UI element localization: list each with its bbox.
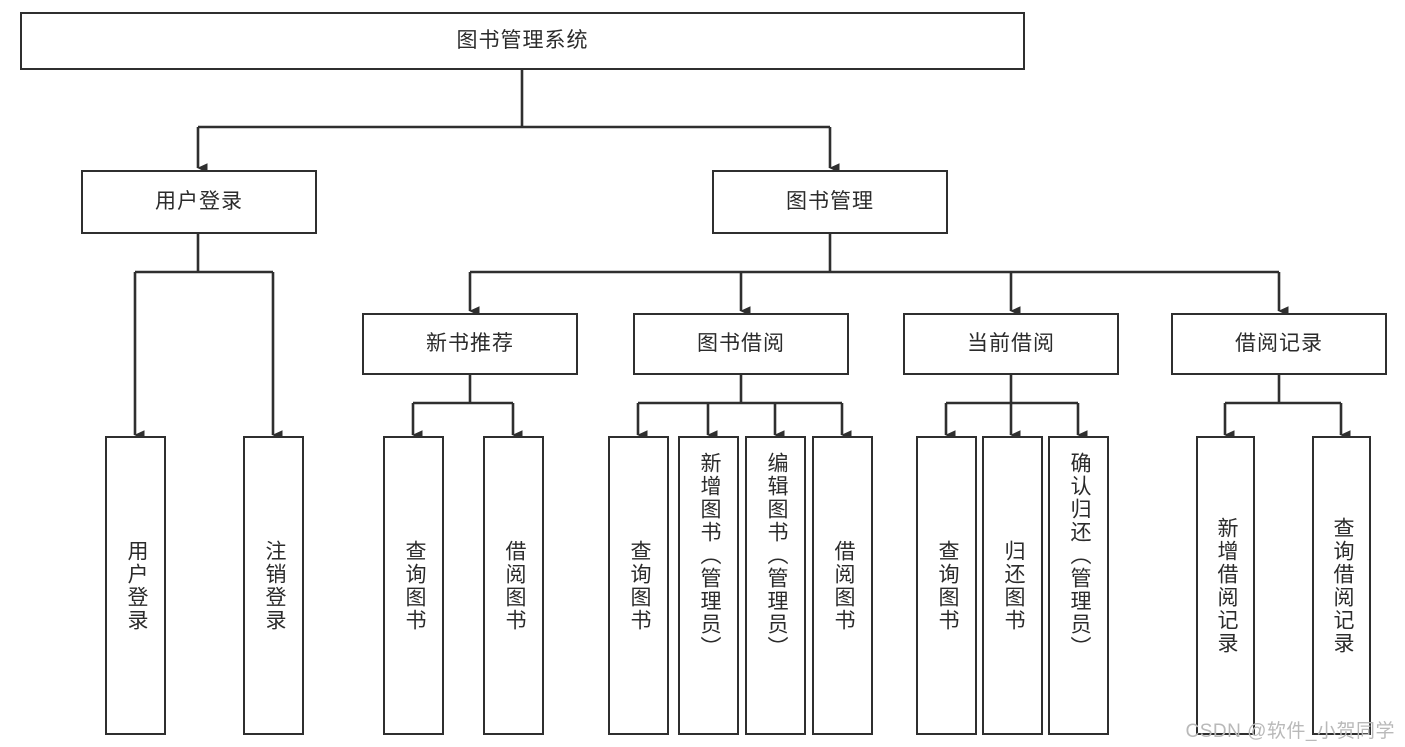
node-root-label: 图书管理系统 <box>456 28 589 52</box>
node-borrow-record-label: 借阅记录 <box>1235 331 1323 355</box>
leaf-label: 确认归还（管理员） <box>1067 452 1091 659</box>
node-book-management-label: 图书管理 <box>786 189 874 213</box>
leaf-label: 查询图书 <box>935 539 959 632</box>
leaf-record-add[interactable]: 新增借阅记录 <box>1196 436 1255 735</box>
node-new-book-recommend[interactable]: 新书推荐 <box>362 313 578 375</box>
node-new-book-recommend-label: 新书推荐 <box>426 331 514 355</box>
leaf-borrow-add-book-admin[interactable]: 新增图书（管理员） <box>678 436 739 735</box>
node-borrow-record[interactable]: 借阅记录 <box>1171 313 1387 375</box>
node-book-management[interactable]: 图书管理 <box>712 170 948 234</box>
leaf-label: 注销登录 <box>262 539 286 632</box>
leaf-new-book-borrow[interactable]: 借阅图书 <box>483 436 544 735</box>
leaf-borrow-query-book[interactable]: 查询图书 <box>608 436 669 735</box>
leaf-user-login-signout[interactable]: 注销登录 <box>243 436 304 735</box>
node-user-login[interactable]: 用户登录 <box>81 170 317 234</box>
leaf-label: 用户登录 <box>124 539 148 632</box>
node-book-borrow[interactable]: 图书借阅 <box>633 313 849 375</box>
leaf-label: 查询图书 <box>402 539 426 632</box>
leaf-record-query[interactable]: 查询借阅记录 <box>1312 436 1371 735</box>
node-current-borrow-label: 当前借阅 <box>967 331 1055 355</box>
leaf-user-login-signin[interactable]: 用户登录 <box>105 436 166 735</box>
leaf-current-query-book[interactable]: 查询图书 <box>916 436 977 735</box>
leaf-label: 借阅图书 <box>831 539 855 632</box>
leaf-label: 查询图书 <box>627 539 651 632</box>
leaf-label: 借阅图书 <box>502 539 526 632</box>
leaf-label: 查询借阅记录 <box>1330 516 1354 655</box>
leaf-label: 归还图书 <box>1001 539 1025 632</box>
node-book-borrow-label: 图书借阅 <box>697 331 785 355</box>
leaf-current-confirm-return-admin[interactable]: 确认归还（管理员） <box>1048 436 1109 735</box>
leaf-borrow-borrow-book[interactable]: 借阅图书 <box>812 436 873 735</box>
node-current-borrow[interactable]: 当前借阅 <box>903 313 1119 375</box>
leaf-label: 新增图书（管理员） <box>697 452 721 659</box>
leaf-label: 新增借阅记录 <box>1214 516 1238 655</box>
leaf-current-return-book[interactable]: 归还图书 <box>982 436 1043 735</box>
node-root[interactable]: 图书管理系统 <box>20 12 1025 70</box>
node-user-login-label: 用户登录 <box>155 189 243 213</box>
leaf-borrow-edit-book-admin[interactable]: 编辑图书（管理员） <box>745 436 806 735</box>
leaf-label: 编辑图书（管理员） <box>764 452 788 659</box>
leaf-new-book-query[interactable]: 查询图书 <box>383 436 444 735</box>
